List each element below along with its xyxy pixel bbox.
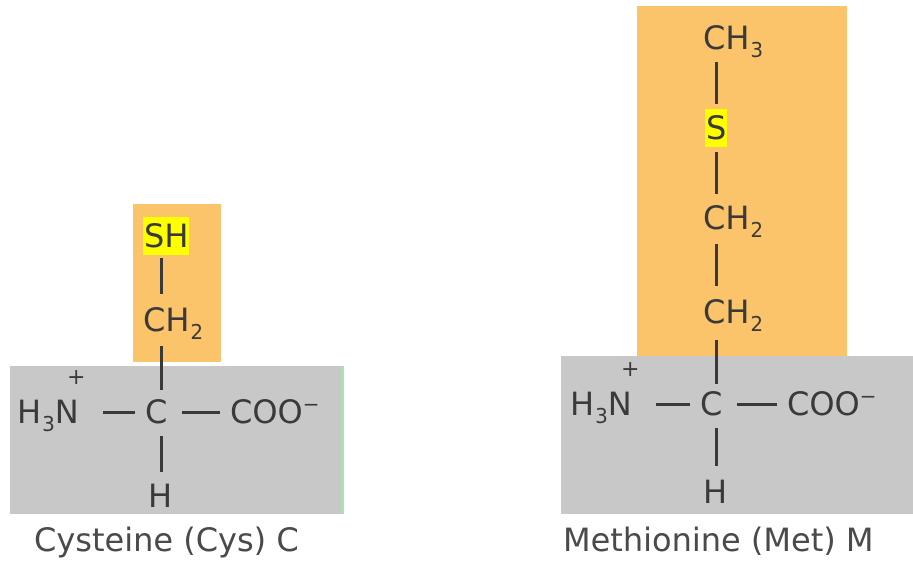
methionine-carboxylate-group: COO− (787, 384, 877, 423)
methionine-bond-n-c (656, 403, 690, 406)
methionine-amino-group: H3N (570, 385, 632, 428)
methionine-ch3-group: CH3 (703, 19, 764, 62)
cysteine-bond-c-h (160, 436, 163, 472)
methionine-bond-c-coo (737, 403, 777, 406)
methionine-bond-s-ch2 (715, 152, 718, 194)
cysteine-backbone-panel (10, 366, 342, 514)
methionine-n-charge: + (621, 357, 640, 382)
cysteine-bond-n-c (103, 411, 135, 414)
cysteine-sulfhydryl-label: SH (143, 217, 190, 255)
methionine-ch2-lower: CH2 (703, 293, 764, 336)
cysteine-bond-c-coo (182, 411, 220, 414)
cysteine-ch2-group: CH2 (143, 301, 204, 344)
methionine-bond-ch3-s (715, 62, 718, 104)
cysteine-caption: Cysteine (Cys) C (34, 521, 299, 559)
methionine-ch2-upper: CH2 (703, 199, 764, 242)
methionine-bond-ch2-ch2 (715, 244, 718, 286)
methionine-alpha-hydrogen: H (703, 473, 728, 511)
cysteine-amino-group: H3N (17, 393, 79, 436)
methionine-caption: Methionine (Met) M (563, 521, 874, 559)
cysteine-alpha-carbon: C (145, 393, 168, 431)
methionine-alpha-carbon: C (700, 385, 723, 423)
methionine-sulfur-label: S (705, 109, 728, 147)
methionine-bond-ch2-c (715, 340, 718, 384)
cysteine-bond-ch2-c (160, 346, 163, 390)
cysteine-sh-group: SH (143, 217, 190, 255)
cysteine-alpha-hydrogen: H (148, 477, 173, 515)
methionine-bond-c-h (715, 428, 718, 466)
methionine-side-chain-panel (637, 6, 847, 356)
methionine-backbone-panel (561, 356, 913, 514)
methionine-sulfur-group: S (705, 109, 728, 147)
cysteine-bond-sh-ch2 (160, 258, 163, 294)
cysteine-panel-edge (342, 366, 344, 514)
cysteine-carboxylate-group: COO− (230, 392, 320, 431)
cysteine-n-charge: + (67, 365, 86, 390)
